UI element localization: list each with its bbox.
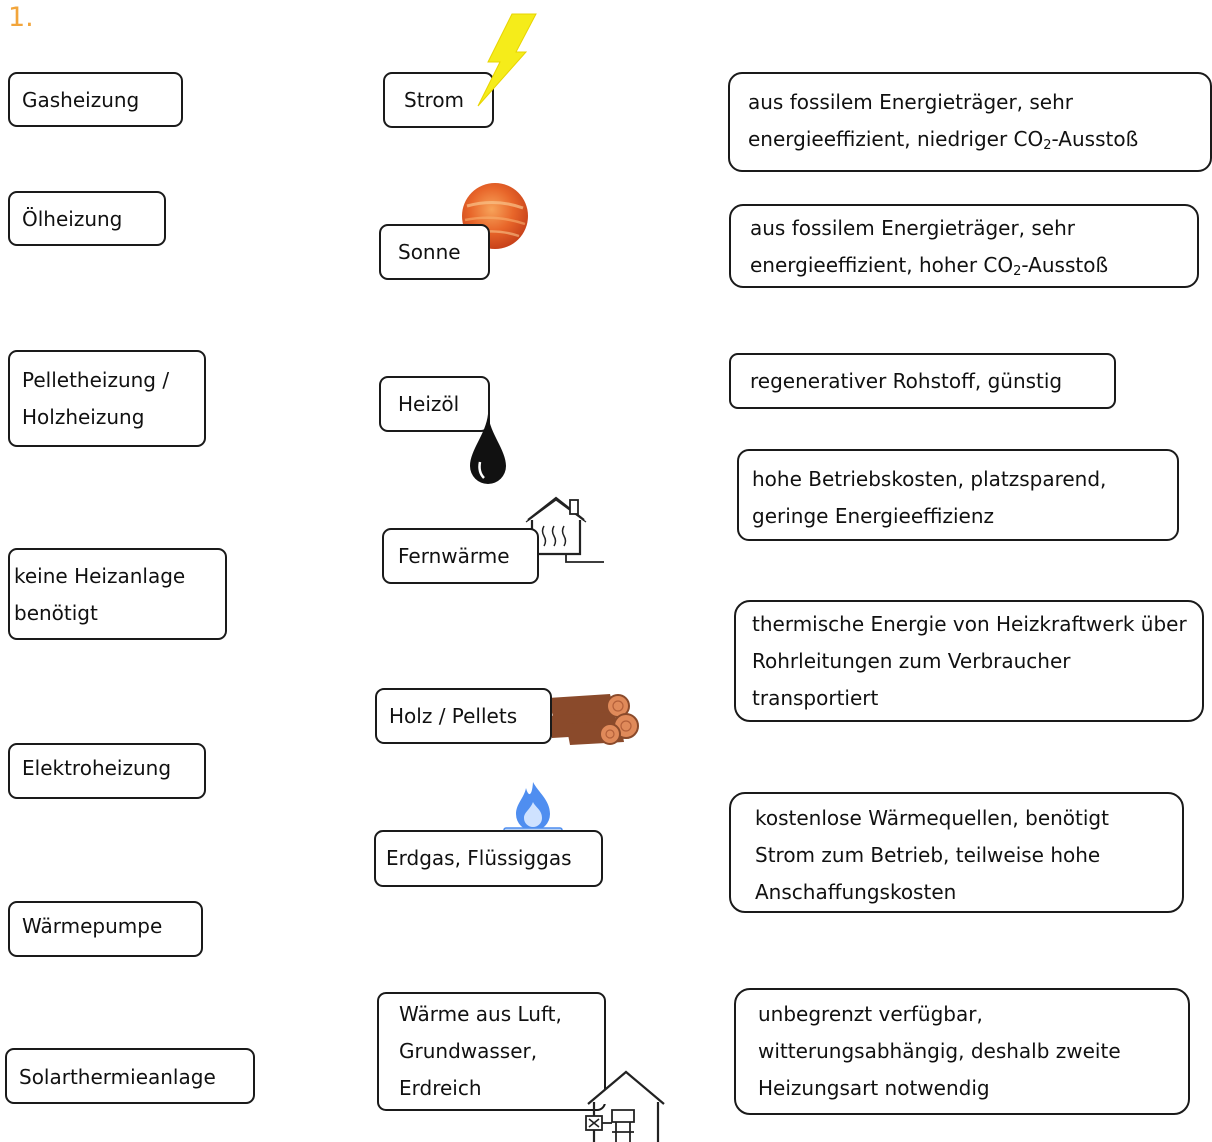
box-line-suffix: -Ausstoß <box>1021 253 1109 277</box>
box-line: keine Heizanlage <box>14 564 186 588</box>
box-line: Holz / Pellets <box>389 704 518 728</box>
box-line: energieeffizient, hoher CO2-Ausstoß <box>750 247 1197 284</box>
box-line: geringe Energieeffizienz <box>752 504 995 528</box>
box-line: unbegrenzt verfügbar, <box>758 1002 983 1026</box>
property-box-1[interactable]: aus fossilem Energieträger, sehr energie… <box>728 72 1212 172</box>
box-line: Holzheizung <box>22 405 145 429</box>
box-line-text: energieeffizient, niedriger CO <box>748 127 1044 151</box>
heating-type-solar-thermal[interactable]: Solarthermieanlage <box>5 1048 255 1104</box>
box-line: aus fossilem Energieträger, sehr <box>748 90 1074 114</box>
heating-type-pellet-wood[interactable]: Pelletheizung / Holzheizung <box>8 350 206 447</box>
co2-subscript: 2 <box>1043 138 1052 153</box>
box-line: kostenlose Wärmequellen, benötigt <box>755 806 1109 830</box>
oil-drop-icon <box>470 414 506 484</box>
task-number: 1. <box>8 2 34 33</box>
box-line: Strom zum Betrieb, teilweise hohe <box>755 843 1101 867</box>
wood-logs-icon <box>546 694 639 745</box>
box-line: Erdgas, Flüssiggas <box>386 846 572 870</box>
box-line: Grundwasser, <box>399 1039 538 1063</box>
box-line: hohe Betriebskosten, platzsparend, <box>752 467 1107 491</box>
energy-source-natural-gas-lpg[interactable]: Erdgas, Flüssiggas <box>374 830 603 887</box>
box-line: Strom <box>404 88 465 112</box>
heating-type-gas[interactable]: Gasheizung <box>8 72 183 127</box>
energy-source-sun[interactable]: Sonne <box>379 224 490 280</box>
energy-source-ambient-heat[interactable]: Wärme aus Luft, Grundwasser, Erdreich <box>377 992 606 1111</box>
box-line: Heizöl <box>398 392 460 416</box>
box-line: Wärmepumpe <box>22 914 163 938</box>
property-box-4[interactable]: hohe Betriebskosten, platzsparend, gerin… <box>737 449 1179 541</box>
box-line: Ölheizung <box>22 207 123 231</box>
box-line: Gasheizung <box>22 88 140 112</box>
energy-source-heating-oil[interactable]: Heizöl <box>379 376 490 432</box>
box-line: Heizungsart notwendig <box>758 1076 990 1100</box>
property-box-3[interactable]: regenerativer Rohstoff, günstig <box>729 353 1116 409</box>
box-line: Pelletheizung / <box>22 368 170 392</box>
box-line: Sonne <box>398 240 461 264</box>
box-line: aus fossilem Energieträger, sehr <box>750 216 1076 240</box>
box-line: thermische Energie von Heizkraftwerk übe… <box>752 612 1187 636</box>
box-line: witterungsabhängig, deshalb zweite <box>758 1039 1121 1063</box>
box-line: Elektroheizung <box>22 756 172 780</box>
property-box-5[interactable]: thermische Energie von Heizkraftwerk übe… <box>734 600 1204 722</box>
heating-type-oil[interactable]: Ölheizung <box>8 191 166 246</box>
box-line: Rohrleitungen zum Verbraucher <box>752 649 1071 673</box>
box-line: benötigt <box>14 601 98 625</box>
lightning-bolt-icon <box>477 13 537 107</box>
property-box-7[interactable]: unbegrenzt verfügbar, witterungsabhängig… <box>734 988 1190 1115</box>
energy-source-wood-pellets[interactable]: Holz / Pellets <box>375 688 552 744</box>
property-box-2[interactable]: aus fossilem Energieträger, sehr energie… <box>729 204 1199 288</box>
box-line: regenerativer Rohstoff, günstig <box>750 369 1063 393</box>
heating-type-none-needed[interactable]: keine Heizanlage benötigt <box>8 548 227 640</box>
property-box-6[interactable]: kostenlose Wärmequellen, benötigt Strom … <box>729 792 1184 913</box>
heat-pump-house-icon <box>585 1070 665 1142</box>
box-line: Erdreich <box>399 1076 482 1100</box>
box-line: Solarthermieanlage <box>19 1065 216 1089</box>
box-line: Fernwärme <box>398 544 510 568</box>
box-line: transportiert <box>752 686 879 710</box>
box-line: Wärme aus Luft, <box>399 1002 562 1026</box>
co2-subscript: 2 <box>1013 264 1022 279</box>
box-line: Anschaffungskosten <box>755 880 957 904</box>
energy-source-district-heating[interactable]: Fernwärme <box>382 528 539 584</box>
box-line-suffix: -Ausstoß <box>1051 127 1139 151</box>
heating-type-electric[interactable]: Elektroheizung <box>8 743 206 799</box>
box-line: energieeffizient, niedriger CO2-Ausstoß <box>748 121 1210 158</box>
heating-type-heat-pump[interactable]: Wärmepumpe <box>8 901 203 957</box>
energy-source-electricity[interactable]: Strom <box>383 72 494 128</box>
box-line-text: energieeffizient, hoher CO <box>750 253 1014 277</box>
